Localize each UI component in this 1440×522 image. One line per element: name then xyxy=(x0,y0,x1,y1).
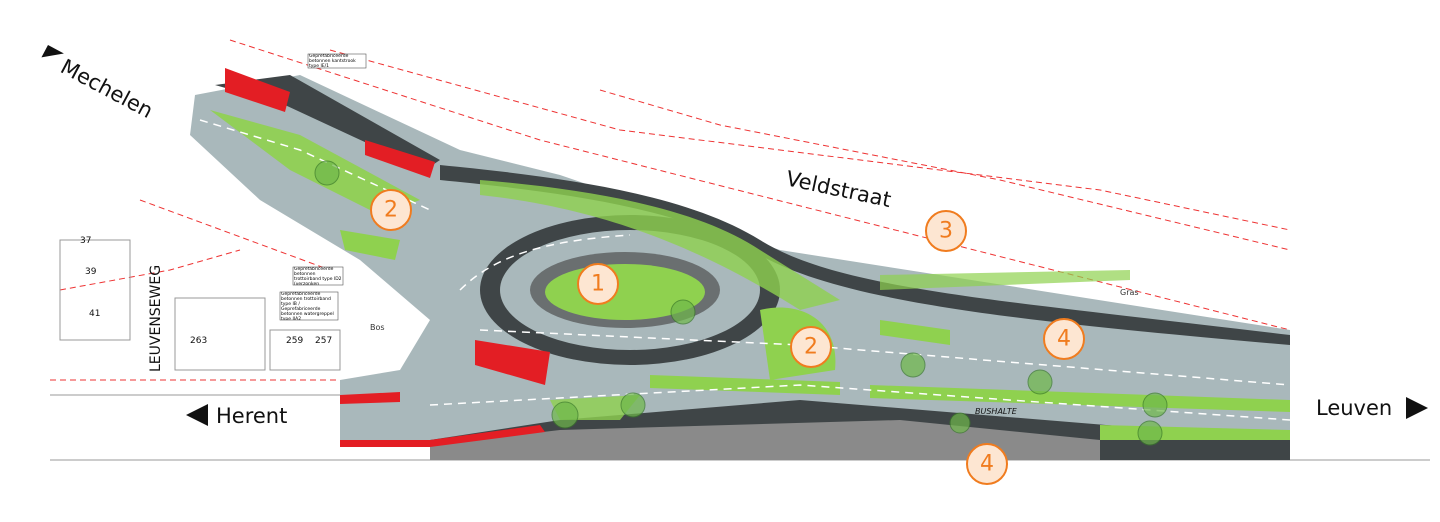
direction-mechelen: Mechelen xyxy=(41,45,157,123)
annotation-boxes: Geprefabriceerde betonnen kantstrook typ… xyxy=(279,53,367,321)
house-number: 263 xyxy=(190,336,207,346)
trees xyxy=(314,160,1168,446)
street-label-veldstraat: Veldstraat xyxy=(784,166,893,212)
annotation-text: Geprefabriceerde betonnen trottoirband t… xyxy=(294,267,342,285)
house-number: 39 xyxy=(85,267,97,277)
marker-2: 2 xyxy=(370,189,412,231)
bike-lanes xyxy=(225,68,550,447)
svg-text:3: 3 xyxy=(939,219,953,244)
svg-text:2: 2 xyxy=(804,335,818,360)
area-label-bos: Bos xyxy=(370,323,385,332)
marker-3: 3 xyxy=(925,210,967,252)
house-number: 37 xyxy=(80,236,91,246)
marker-1: 1 xyxy=(577,263,619,305)
house-number: 257 xyxy=(315,336,332,346)
svg-text:Herent: Herent xyxy=(216,404,287,428)
area-label-gras: Gras xyxy=(1120,288,1139,297)
markers: 1 2 2 3 4 4 xyxy=(370,189,1085,485)
street-label-leuvenseweg: LEUVENSEWEG xyxy=(148,265,164,372)
marker-2: 2 xyxy=(790,326,832,368)
direction-herent: Herent xyxy=(186,404,287,428)
annotation-text: Geprefabriceerde betonnen kantstrook typ… xyxy=(309,54,356,68)
svg-text:Mechelen: Mechelen xyxy=(57,54,157,123)
marker-4: 4 xyxy=(966,443,1008,485)
bushalte-label: BUSHALTE xyxy=(975,407,1018,416)
annotation-text: Geprefabriceerde betonnen trottoirband t… xyxy=(281,292,334,320)
svg-text:4: 4 xyxy=(1057,327,1071,352)
house-numbers: 37 39 41 263 259 257 xyxy=(80,236,332,346)
arrow-up-left-icon xyxy=(41,45,64,58)
svg-text:1: 1 xyxy=(591,272,605,297)
arrow-left-icon xyxy=(186,404,208,426)
green-verges xyxy=(210,110,1290,440)
svg-text:Leuven: Leuven xyxy=(1316,396,1392,420)
svg-text:4: 4 xyxy=(980,452,994,477)
parcel-boundaries xyxy=(50,39,1291,381)
house-number: 41 xyxy=(89,309,100,319)
marker-4: 4 xyxy=(1043,318,1085,360)
svg-text:2: 2 xyxy=(384,198,398,223)
direction-leuven: Leuven xyxy=(1316,396,1428,420)
arrow-right-icon xyxy=(1406,397,1428,419)
house-number: 259 xyxy=(286,336,303,346)
